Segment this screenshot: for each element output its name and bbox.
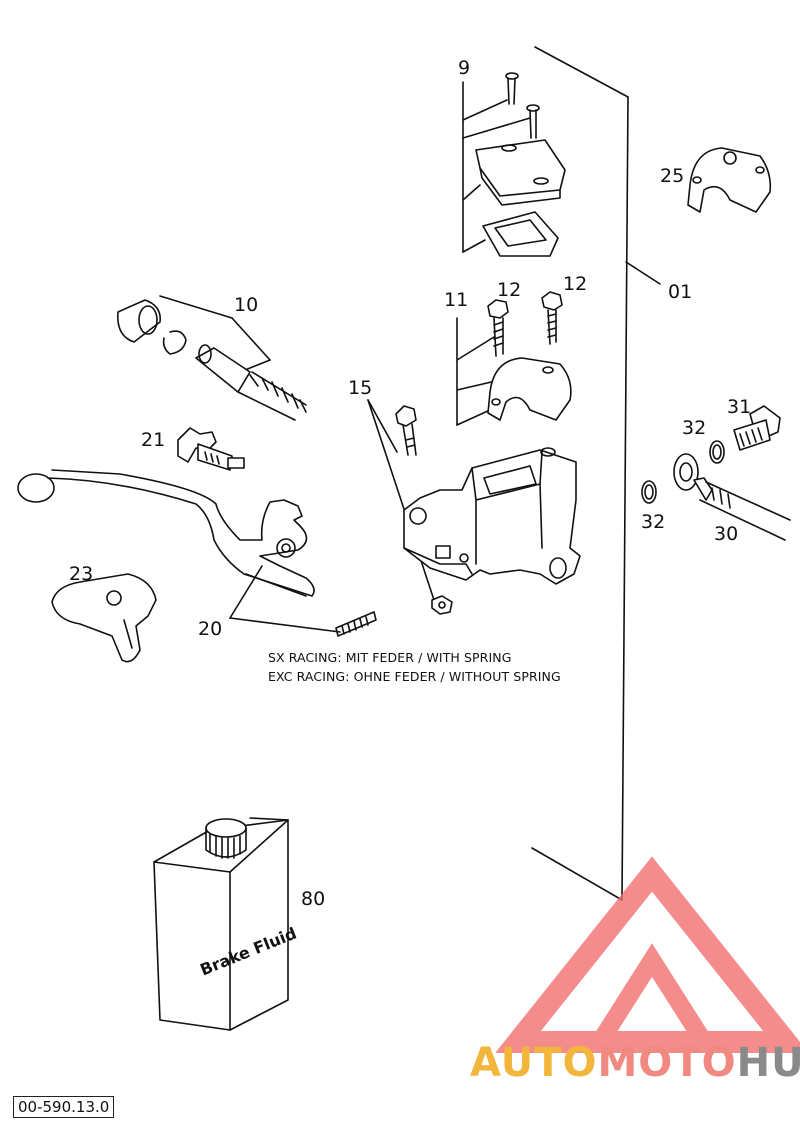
reservoir-diaphragm [482, 211, 559, 257]
watermark-text: AUTOMOTOHUB [470, 1040, 800, 1086]
lever-adjuster [177, 427, 245, 471]
watermark-text-auto: AUTO [470, 1040, 598, 1086]
master-cylinder-body [403, 447, 581, 585]
watermark-logo [495, 856, 800, 1053]
lever-pivot-bolt [367, 399, 435, 601]
callout-20: 20 [198, 618, 222, 640]
callout-12b: 12 [563, 273, 587, 295]
lever-return-spring [335, 611, 377, 637]
brake-line-assembly [641, 405, 791, 541]
callout-32b: 32 [641, 511, 665, 533]
lever-guard-23 [51, 573, 157, 663]
brake-fluid-bottle [153, 817, 289, 1031]
callout-23: 23 [69, 563, 93, 585]
handlebar-clamp-25 [687, 147, 772, 213]
reservoir-cover [475, 139, 566, 206]
callout-32a: 32 [682, 417, 706, 439]
callout-01: 01 [668, 281, 692, 303]
callout-31: 31 [727, 396, 751, 418]
piston-spring [195, 344, 307, 421]
callout-30: 30 [714, 523, 738, 545]
assembly-line-01 [531, 46, 661, 901]
watermark-text-hub: HUB [736, 1040, 800, 1086]
callout-25: 25 [660, 165, 684, 187]
callout-15: 15 [348, 377, 372, 399]
piston-boot [117, 299, 162, 343]
callout-12a: 12 [497, 279, 521, 301]
callout-10: 10 [234, 294, 258, 316]
cover-screw [505, 72, 540, 139]
note-exc-racing: EXC RACING: OHNE FEDER / WITHOUT SPRING [268, 669, 561, 684]
circlip [162, 330, 187, 355]
brake-lever [17, 469, 315, 597]
handlebar-clamp-11 [487, 357, 572, 421]
leader-9 [462, 81, 531, 253]
callout-21: 21 [141, 429, 165, 451]
note-sx-racing: SX RACING: MIT FEDER / WITH SPRING [268, 650, 512, 665]
watermark-text-moto: MOTO [597, 1040, 737, 1086]
callout-9: 9 [458, 57, 470, 79]
clamp-bolt [487, 291, 563, 357]
leader-20 [229, 565, 341, 633]
document-reference: 00-590.13.0 [13, 1096, 115, 1118]
callout-11: 11 [444, 289, 468, 311]
callout-80: 80 [301, 888, 325, 910]
lever-pivot-nut [431, 595, 453, 615]
